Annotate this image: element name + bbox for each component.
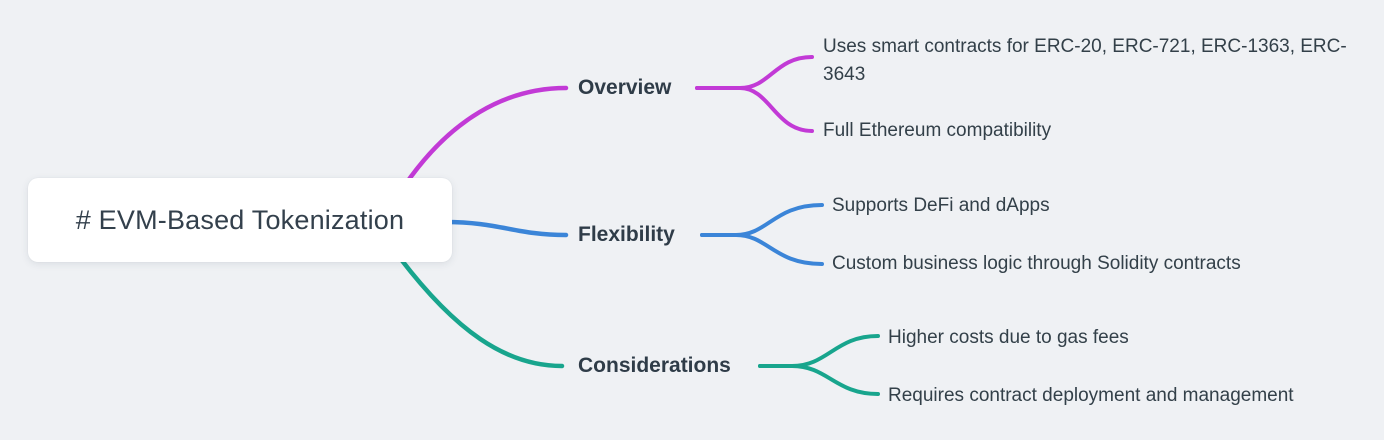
leaf-node-custom-logic[interactable]: Custom business logic through Solidity c… (832, 253, 1241, 274)
leaf-node-gas-fees[interactable]: Higher costs due to gas fees (888, 327, 1129, 348)
leaf-node-smart-contracts[interactable]: Uses smart contracts for ERC-20, ERC-721… (823, 36, 1347, 85)
leaf-node-ethereum-compatibility[interactable]: Full Ethereum compatibility (823, 120, 1052, 141)
link-overview-child-1 (695, 55, 814, 90)
link-flexibility-child-2 (700, 233, 824, 266)
root-node[interactable]: # EVM-Based Tokenization (28, 178, 452, 262)
link-root-flexibility (442, 219, 569, 238)
root-node-label: # EVM-Based Tokenization (75, 204, 405, 235)
branch-node-flexibility[interactable]: Flexibility (578, 223, 675, 246)
link-considerations-child-1 (758, 334, 880, 368)
branch-node-considerations[interactable]: Considerations (578, 354, 731, 377)
link-root-overview (402, 85, 569, 188)
link-root-considerations (397, 255, 565, 369)
leaf-node-deployment-management[interactable]: Requires contract deployment and managem… (888, 385, 1294, 406)
link-considerations-child-2 (758, 364, 880, 396)
link-flexibility-child-1 (700, 203, 824, 237)
link-overview-child-2 (695, 86, 814, 133)
leaf-node-defi-dapps[interactable]: Supports DeFi and dApps (832, 195, 1050, 216)
branch-node-overview[interactable]: Overview (578, 76, 672, 99)
